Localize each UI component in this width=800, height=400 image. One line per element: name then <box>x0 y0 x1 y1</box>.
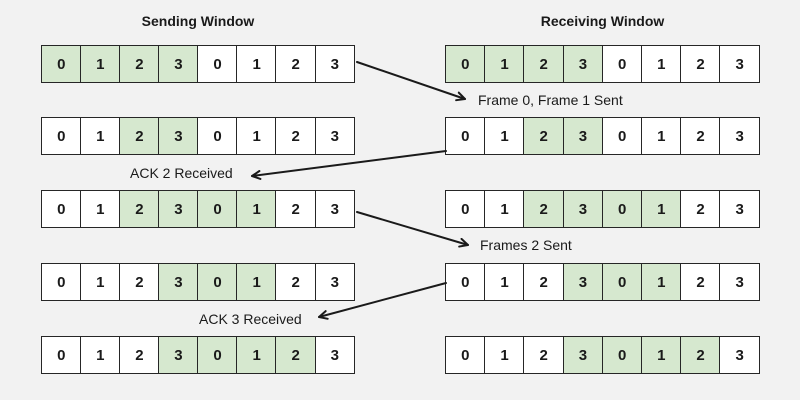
window-cell: 1 <box>80 45 121 83</box>
window-cell: 1 <box>641 336 682 374</box>
window-cell: 2 <box>275 263 316 301</box>
receiving-window-title: Receiving Window <box>540 13 665 29</box>
window-cell: 2 <box>523 263 564 301</box>
window-cell: 3 <box>719 190 761 228</box>
window-cell: 2 <box>523 336 564 374</box>
window-cell: 3 <box>158 336 199 374</box>
window-cell: 0 <box>197 336 238 374</box>
window-cell: 1 <box>484 45 525 83</box>
annotation-frames2-sent: Frames 2 Sent <box>480 237 572 253</box>
window-cell: 3 <box>562 117 604 155</box>
window-cell: 0 <box>41 190 82 228</box>
window-cell: 1 <box>236 190 277 228</box>
window-cell: 1 <box>80 117 121 155</box>
window-cell: 3 <box>719 336 761 374</box>
window-cell: 0 <box>197 45 238 83</box>
window-cell: 2 <box>119 117 160 155</box>
window-cell: 2 <box>680 336 721 374</box>
window-cell: 1 <box>484 263 525 301</box>
window-cell: 2 <box>119 190 160 228</box>
window-cell: 2 <box>680 263 721 301</box>
window-cell: 2 <box>680 117 721 155</box>
window-cell: 3 <box>314 45 356 83</box>
window-cell: 3 <box>158 45 199 83</box>
window-cell: 0 <box>41 45 82 83</box>
window-cell: 1 <box>641 45 682 83</box>
window-cell: 0 <box>601 336 643 374</box>
window-cell: 3 <box>719 45 761 83</box>
window-cell: 1 <box>641 263 682 301</box>
window-cell: 1 <box>484 117 525 155</box>
window-cell: 1 <box>80 263 121 301</box>
window-cell: 1 <box>236 117 277 155</box>
window-cell: 2 <box>680 45 721 83</box>
window-cell: 1 <box>236 336 277 374</box>
window-cell: 3 <box>158 190 199 228</box>
window-cell: 2 <box>275 190 316 228</box>
window-cell: 0 <box>601 45 643 83</box>
window-cell: 0 <box>197 263 238 301</box>
window-cell: 1 <box>484 336 525 374</box>
annotation-ack3-received: ACK 3 Received <box>199 311 302 327</box>
window-cell: 1 <box>641 117 682 155</box>
window-cell: 0 <box>41 117 82 155</box>
window-cell: 1 <box>484 190 525 228</box>
window-cell: 2 <box>275 336 316 374</box>
window-cell: 3 <box>314 190 356 228</box>
window-cell: 3 <box>314 263 356 301</box>
window-cell: 2 <box>275 45 316 83</box>
window-cell: 3 <box>314 336 356 374</box>
window-cell: 3 <box>314 117 356 155</box>
window-cell: 3 <box>562 45 604 83</box>
annotation-ack2-received: ACK 2 Received <box>130 165 233 181</box>
window-cell: 3 <box>562 190 604 228</box>
window-cell: 0 <box>41 336 82 374</box>
window-cell: 3 <box>158 117 199 155</box>
window-cell: 1 <box>236 45 277 83</box>
window-cell: 1 <box>641 190 682 228</box>
window-cell: 3 <box>562 336 604 374</box>
window-cell: 0 <box>445 45 486 83</box>
window-cell: 0 <box>601 117 643 155</box>
window-cell: 2 <box>119 45 160 83</box>
window-cell: 1 <box>80 336 121 374</box>
sending-window-title: Sending Window <box>141 13 255 29</box>
window-cell: 3 <box>719 263 761 301</box>
window-cell: 1 <box>236 263 277 301</box>
window-cell: 0 <box>197 190 238 228</box>
window-cell: 0 <box>41 263 82 301</box>
window-cell: 3 <box>719 117 761 155</box>
window-cell: 3 <box>562 263 604 301</box>
annotation-frame0-frame1-sent: Frame 0, Frame 1 Sent <box>478 92 623 108</box>
window-cell: 0 <box>197 117 238 155</box>
window-cell: 2 <box>523 117 564 155</box>
window-cell: 1 <box>80 190 121 228</box>
window-cell: 0 <box>445 117 486 155</box>
window-cell: 0 <box>445 336 486 374</box>
window-cell: 2 <box>523 190 564 228</box>
window-cell: 2 <box>680 190 721 228</box>
window-cell: 2 <box>119 336 160 374</box>
window-cell: 0 <box>445 263 486 301</box>
window-cell: 0 <box>445 190 486 228</box>
window-cell: 2 <box>119 263 160 301</box>
window-cell: 2 <box>275 117 316 155</box>
window-cell: 2 <box>523 45 564 83</box>
window-cell: 0 <box>601 190 643 228</box>
window-cell: 3 <box>158 263 199 301</box>
window-cell: 0 <box>601 263 643 301</box>
